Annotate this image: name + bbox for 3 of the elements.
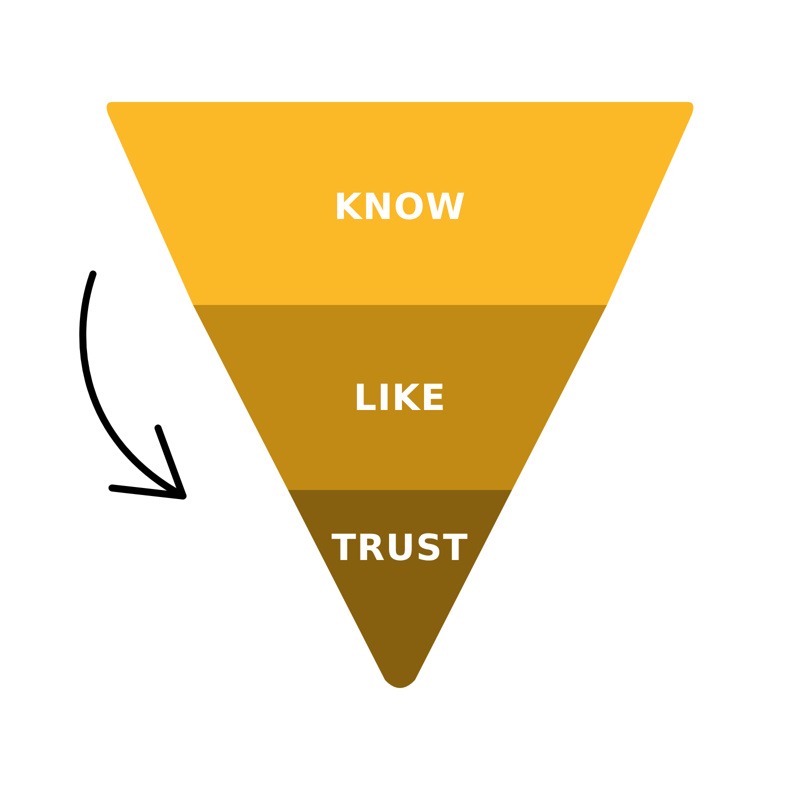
tier-label: TRUST [332,528,468,569]
tier-label: KNOW [334,187,466,228]
tier-label: LIKE [354,378,446,419]
